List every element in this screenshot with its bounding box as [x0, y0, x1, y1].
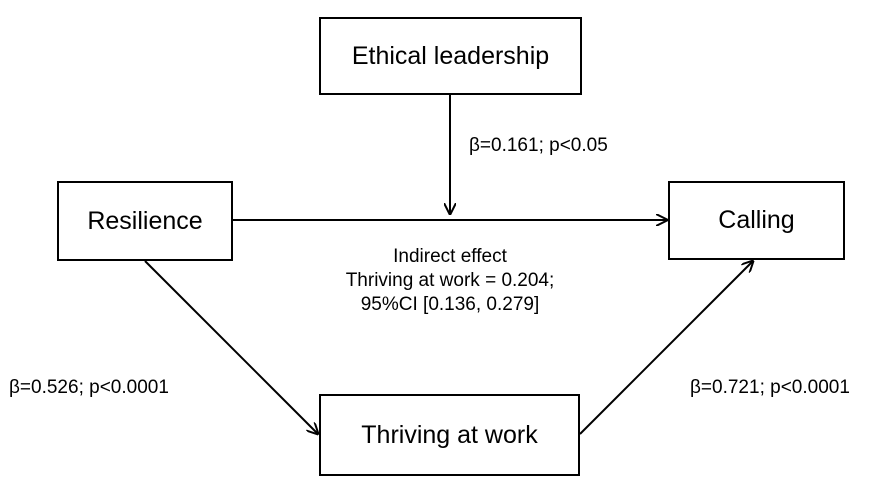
node-ethical-leadership-label: Ethical leadership	[351, 41, 550, 70]
indirect-effect-ci: 95%CI [0.136, 0.279]	[360, 294, 540, 315]
arrow-resilience-to-thriving	[144, 260, 318, 434]
indirect-effect-block: Indirect effect Thriving at work = 0.204…	[300, 245, 600, 317]
indirect-effect-title: Indirect effect	[393, 246, 507, 267]
node-resilience: Resilience	[57, 181, 233, 261]
node-calling: Calling	[668, 181, 845, 260]
indirect-effect-value: Thriving at work = 0.204;	[345, 270, 555, 291]
node-ethical-leadership: Ethical leadership	[319, 17, 582, 95]
thriving-calling-path-label: β=0.721; p<0.0001	[690, 377, 850, 398]
node-calling-label: Calling	[718, 206, 795, 234]
node-thriving-at-work-label: Thriving at work	[361, 420, 538, 449]
moderation-path-label: β=0.161; p<0.05	[469, 135, 608, 156]
node-thriving-at-work: Thriving at work	[319, 394, 580, 476]
node-resilience-label: Resilience	[87, 206, 203, 235]
resilience-thriving-path-label: β=0.526; p<0.0001	[9, 377, 169, 398]
arrow-thriving-to-calling	[579, 261, 753, 435]
